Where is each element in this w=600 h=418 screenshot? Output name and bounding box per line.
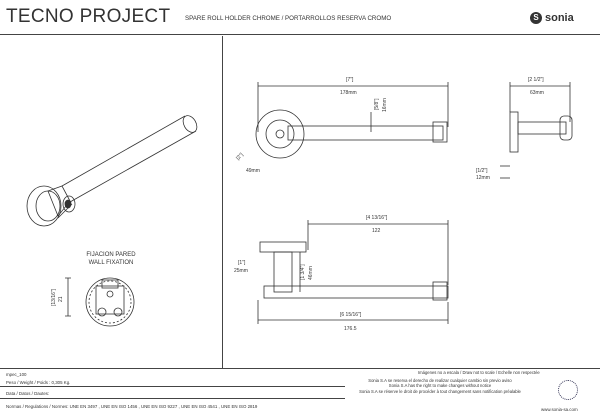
front-width-in: [7"]	[346, 77, 354, 83]
top-total-in: [6 15/16"]	[340, 312, 362, 318]
fixation-title: FIJACION PARED WALL FIXATION	[86, 252, 136, 267]
top-base-mm: 25mm	[234, 268, 248, 274]
side-view: [2 1/2"] 63mm [1/2"] 12mm	[476, 77, 573, 181]
top-proj-in: [1 3/4"]	[300, 264, 306, 280]
side-h-mm: 12mm	[476, 175, 490, 181]
top-view: [4 13/16"] 122 [1"] 25mm [1 3/4"] 46mm […	[234, 215, 449, 332]
brand-logo: S sonia	[530, 12, 574, 24]
website-url[interactable]: www.sonia-sa.com	[541, 407, 578, 412]
product-subtitle: SPARE ROLL HOLDER CHROME / PORTARROLLOS …	[185, 15, 392, 22]
disclaimer: Sonia S.A se reserva el derecho de reali…	[359, 378, 521, 394]
brand-mark-icon: S	[530, 12, 542, 24]
side-h-in: [1/2"]	[476, 168, 488, 174]
top-len-in: [4 13/16"]	[366, 215, 388, 221]
front-angle-mm: 49mm	[246, 168, 260, 174]
wall-fixation-view: 21 [13/16"]	[51, 277, 135, 327]
date-info: Data / Datos / Dautes:	[6, 391, 50, 396]
front-view: [7"] 178mm [5/8"] 16mm [2"] 49mm	[235, 77, 449, 174]
product-code: mpec_100	[6, 372, 27, 377]
front-angle-in: [2"]	[235, 152, 245, 162]
product-title: TECNO PROJECT	[6, 6, 171, 27]
scale-note: Imágenes no a escala / Draw not to scale…	[418, 370, 540, 375]
front-width-mm: 178mm	[340, 90, 357, 96]
brand-name: sonia	[545, 12, 574, 24]
top-proj-mm: 46mm	[308, 266, 314, 280]
top-len-mm: 122	[372, 228, 381, 234]
front-dia-in: [5/8"]	[374, 98, 380, 110]
perspective-view	[26, 115, 198, 227]
certification-seal-icon	[558, 380, 578, 400]
side-depth-in: [2 1/2"]	[528, 77, 544, 83]
header-divider	[0, 34, 600, 35]
top-total-mm: 176.5	[344, 326, 357, 332]
column-divider	[222, 36, 223, 368]
side-depth-mm: 63mm	[530, 90, 544, 96]
footer-rule-2	[0, 398, 345, 399]
front-dia-mm: 16mm	[382, 98, 388, 112]
top-base-in: [1"]	[238, 260, 246, 266]
fixation-dim-in: [13/16"]	[51, 288, 57, 306]
norms-info: Normas / Regulations / Normes: UNE EN 34…	[6, 404, 258, 409]
fixation-dim-mm: 21	[58, 296, 64, 302]
weight-info: Peso / Weight / Poids : 0,305 Kg.	[6, 380, 71, 385]
footer-rule-1	[0, 386, 345, 387]
footer-divider	[0, 368, 600, 369]
